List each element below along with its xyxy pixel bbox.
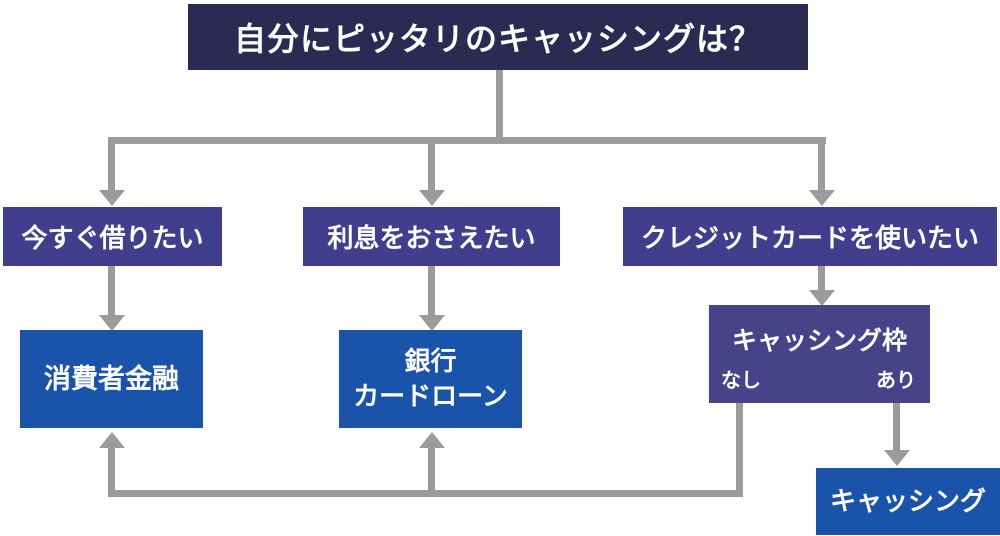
arrow-down-to-consumer-icon	[99, 315, 125, 331]
decision-option-yes: あり	[876, 370, 916, 392]
branch-low-interest-label: 利息をおさえたい	[327, 223, 536, 253]
title-box: 自分にピッタリのキャッシングは？	[188, 4, 808, 70]
branch-box-low-interest: 利息をおさえたい	[303, 207, 560, 266]
branch-box-credit-card: クレジットカードを使いたい	[623, 207, 997, 266]
arrow-up-to-bank-icon	[419, 432, 445, 448]
connector-return-to-consumer	[108, 446, 115, 497]
connector-to-branch-2	[428, 137, 435, 190]
title-text: 自分にピッタリのキャッシングは？	[233, 21, 762, 57]
result-box-cashing: キャッシング	[816, 468, 1000, 535]
result-bank-card-loan-label: 銀行 カードローン	[353, 344, 508, 414]
arrow-down-to-branch-3-icon	[809, 190, 835, 206]
connector-branch3-to-decision	[818, 264, 825, 290]
connector-no-return-horizontal	[108, 490, 743, 497]
connector-yes-vertical	[893, 403, 900, 452]
connector-split-horizontal	[108, 137, 826, 144]
decision-options-row: なし あり	[709, 364, 930, 403]
decision-option-no: なし	[721, 370, 761, 392]
branch-credit-card-label: クレジットカードを使いたい	[640, 223, 979, 253]
connector-branch1-to-consumer	[108, 264, 115, 315]
connector-stem-from-title	[496, 70, 503, 144]
arrow-down-to-branch-2-icon	[419, 190, 445, 206]
branch-borrow-now-label: 今すぐ借りたい	[21, 223, 204, 253]
arrow-down-to-cashing-icon	[884, 450, 910, 466]
arrow-down-to-bank-icon	[419, 315, 445, 331]
result-bank-line1: 銀行	[404, 345, 457, 376]
result-box-bank-card-loan: 銀行 カードローン	[339, 330, 522, 428]
connector-to-branch-1	[108, 137, 115, 190]
arrow-down-to-decision-icon	[809, 290, 835, 306]
arrow-up-to-consumer-icon	[99, 432, 125, 448]
result-cashing-label: キャッシング	[829, 485, 986, 516]
result-bank-line2: カードローン	[353, 381, 508, 411]
connector-return-to-bank	[428, 446, 435, 497]
connector-to-branch-3	[818, 137, 825, 190]
result-consumer-finance-label: 消費者金融	[44, 363, 179, 394]
arrow-down-to-branch-1-icon	[99, 190, 125, 206]
connector-branch2-to-bank	[428, 264, 435, 315]
connector-no-vertical	[736, 403, 743, 497]
decision-box-cashing-limit: キャッシング枠 なし あり	[709, 305, 930, 403]
result-box-consumer-finance: 消費者金融	[20, 330, 203, 428]
decision-cashing-limit-title: キャッシング枠	[731, 327, 907, 355]
branch-box-borrow-now: 今すぐ借りたい	[3, 207, 222, 266]
